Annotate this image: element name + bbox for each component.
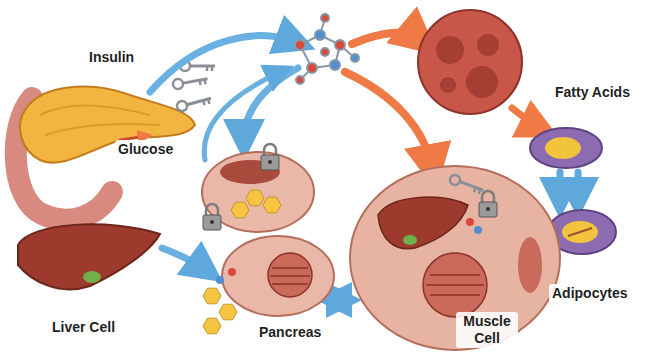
organ-label: Adipocytes [549,284,630,303]
organ-label: Muscle Cell [456,312,518,348]
pancreas-cell [203,236,334,334]
fat-cell [418,10,522,114]
organ-label: Liver Cell [49,318,118,337]
liver-organ [18,224,160,289]
glucose-molecule [295,14,359,84]
organ-label: Pancreas [256,323,324,342]
muscle-cell [350,166,560,350]
target-cell [202,144,314,232]
organ-label: Fatty Acids [552,83,633,102]
pancreas-organ [16,87,195,220]
organ-label: Insulin [86,48,137,67]
organ-label: Glucose [115,140,176,159]
